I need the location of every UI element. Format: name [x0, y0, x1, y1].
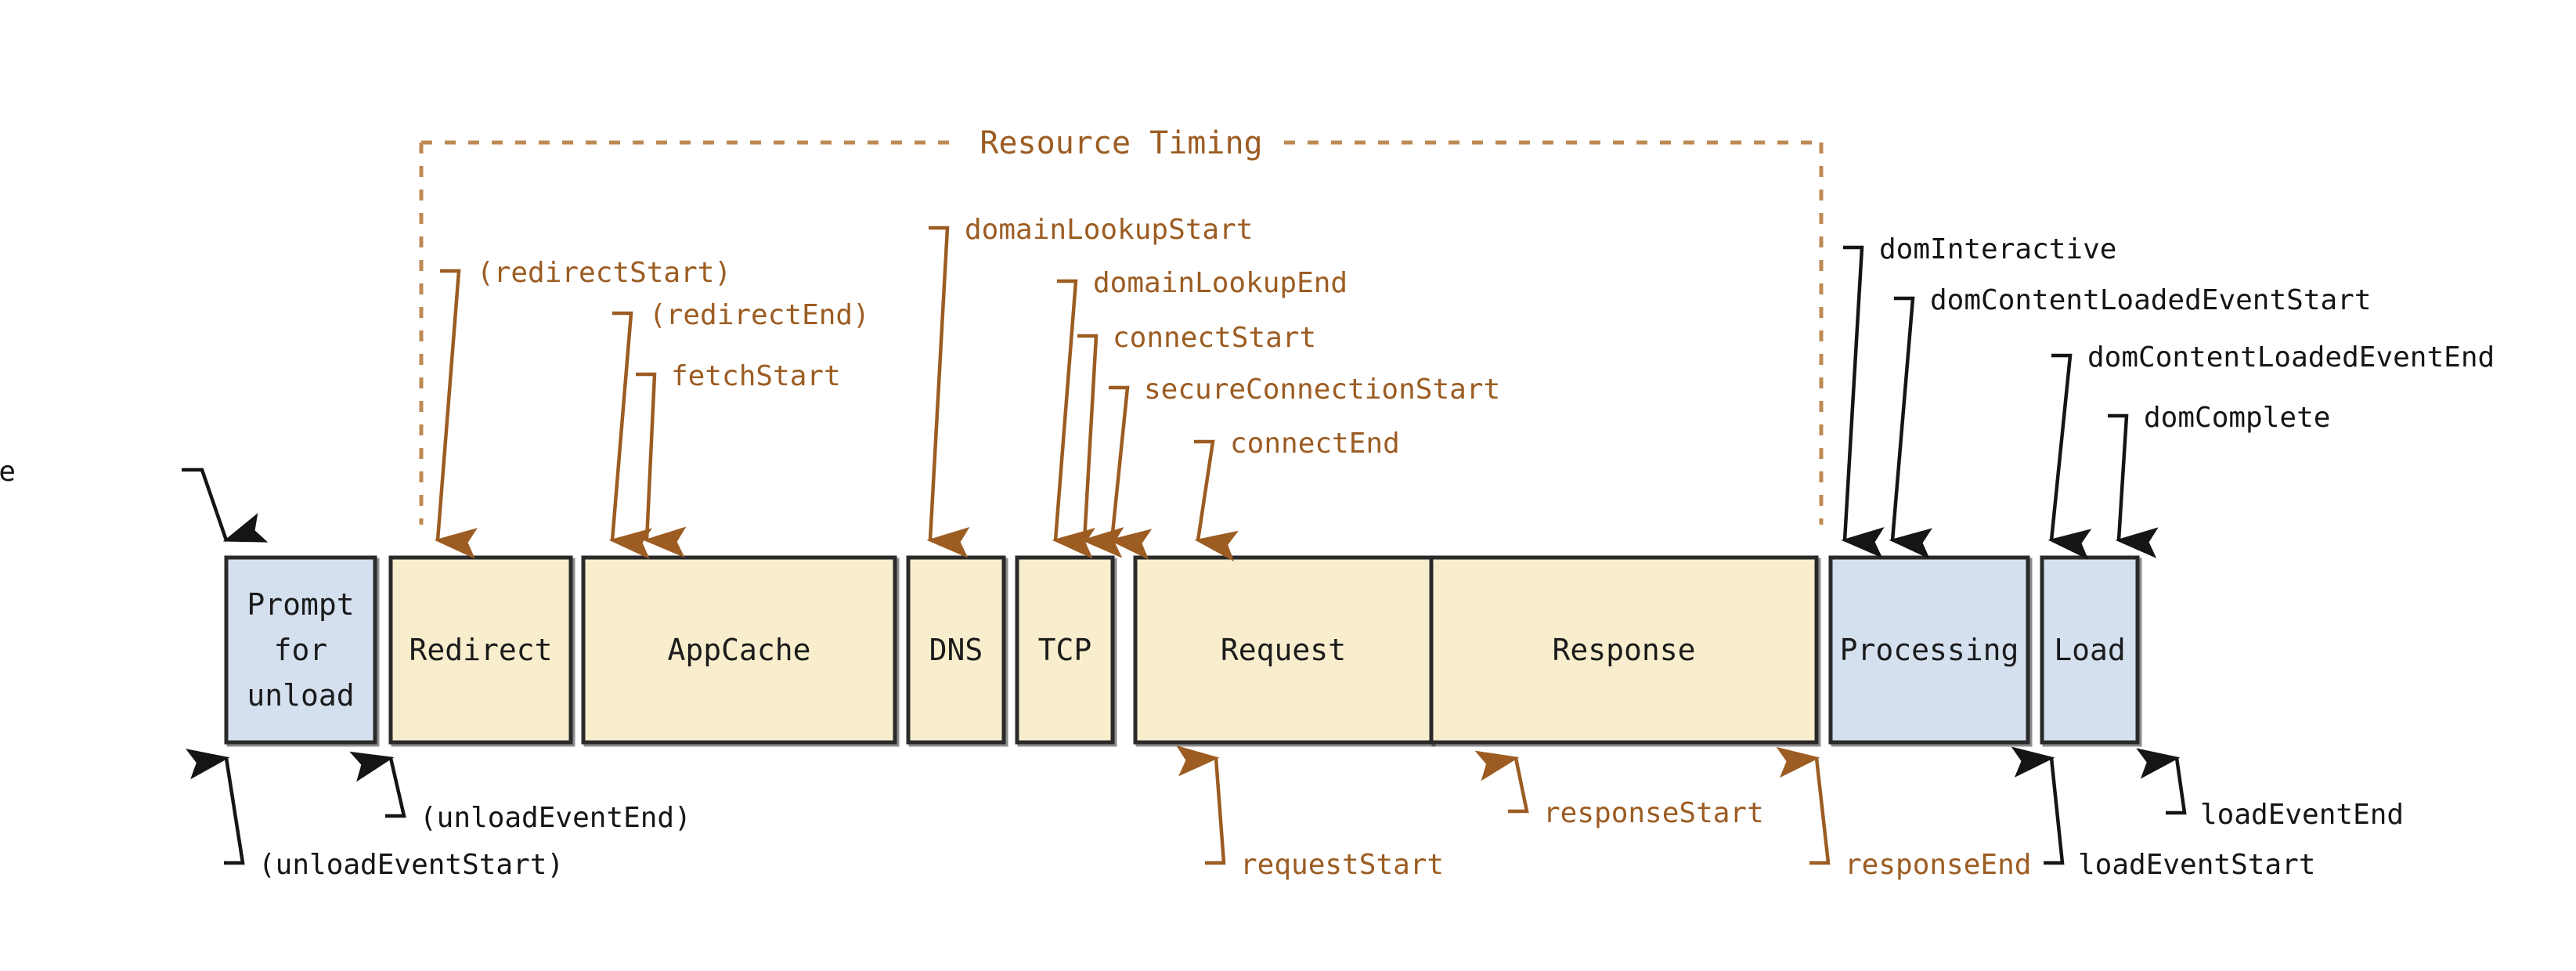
phase-box-rect: [1133, 555, 1434, 745]
leader-line: [608, 311, 652, 559]
phase-box[interactable]: Processing: [1828, 555, 2030, 745]
leader-line: [182, 467, 269, 543]
timing-marker-label: secureConnectionStart: [1144, 374, 1500, 406]
leader-line: [1474, 750, 1529, 814]
phase-box-label: Request: [1221, 633, 1346, 667]
phase-box-label: for: [274, 633, 328, 667]
timing-marker-loadEventStart: loadEventStart: [2011, 746, 2315, 881]
leader-line: [2108, 413, 2159, 558]
timing-marker-label: (unloadEventEnd): [420, 802, 691, 834]
phase-box[interactable]: Request: [1133, 555, 1434, 745]
leader-line: [1776, 746, 1831, 865]
phase-box[interactable]: Prompt for unload: [224, 555, 377, 745]
phase-box[interactable]: Load: [2040, 555, 2140, 745]
leader-line: [349, 751, 406, 818]
leader-line: [186, 749, 245, 865]
timing-marker-label: connectEnd: [1230, 428, 1400, 460]
timing-marker-unloadEventEnd: (unloadEventEnd): [349, 751, 691, 834]
leader-line: [1176, 745, 1226, 865]
timing-marker-label: domComplete: [2144, 402, 2330, 434]
phase-box[interactable]: DNS: [906, 555, 1006, 745]
timing-marker-label: responseStart: [1543, 797, 1764, 829]
phase-box[interactable]: TCP: [1015, 555, 1115, 745]
timing-marker-redirectStart: (redirectStart): [434, 257, 731, 559]
timing-marker-label: domainLookupEnd: [1093, 267, 1348, 299]
phase-box-label: Redirect: [409, 633, 552, 667]
timing-marker-loadEventEnd: loadEventEnd: [2136, 748, 2404, 831]
timing-marker-domInteractive: domInteractive: [1841, 233, 2116, 558]
timing-marker-label: requestStart: [1240, 849, 1444, 881]
leader-line: [636, 372, 687, 558]
resource-timing-title: Resource Timing: [980, 125, 1262, 161]
phase-box-rect: [2040, 555, 2140, 745]
phase-box-rect: [1828, 555, 2030, 745]
top-marker-group: startTime (redirectStart) (redirectEnd) fet…: [0, 214, 2495, 561]
timing-marker-fetchStart: fetchStart: [636, 360, 841, 558]
phase-box-rect: [224, 555, 377, 745]
phase-box-rect: [581, 555, 897, 745]
timing-marker-label: responseEnd: [1845, 849, 2031, 881]
timing-marker-responseStart: responseStart: [1474, 750, 1764, 829]
leader-line: [1077, 334, 1124, 558]
phase-box[interactable]: Response: [1429, 555, 1819, 745]
resource-timing-region: Resource Timing: [419, 125, 1824, 525]
timing-marker-domContentLoadedEventStart: domContentLoadedEventStart: [1889, 284, 2372, 559]
phase-box-label: Processing: [1840, 633, 2019, 667]
timing-marker-domContentLoadedEventEnd: domContentLoadedEventEnd: [2047, 341, 2495, 560]
timing-marker-connectEnd: connectEnd: [1194, 428, 1400, 561]
timing-marker-redirectEnd: (redirectEnd): [608, 299, 870, 559]
phase-box-rect: [1429, 555, 1819, 745]
leader-line: [1052, 279, 1095, 559]
timing-marker-label: startTime: [0, 456, 16, 488]
bottom-marker-group: (unloadEventStart) (unloadEventEnd) reques…: [186, 745, 2404, 881]
phase-box-label: DNS: [929, 633, 983, 667]
leader-line: [926, 226, 970, 558]
timing-marker-domainLookupStart: domainLookupStart: [926, 214, 1253, 558]
leader-line: [1108, 385, 1153, 560]
timing-marker-label: (redirectEnd): [649, 299, 870, 331]
timing-marker-label: domInteractive: [1879, 233, 2116, 265]
timing-marker-unloadEventStart: (unloadEventStart): [186, 749, 564, 881]
timing-marker-startTime: startTime: [0, 456, 269, 543]
leader-line: [1194, 439, 1239, 561]
phase-box[interactable]: AppCache: [581, 555, 897, 745]
phase-box-label: Response: [1552, 633, 1695, 667]
timing-marker-label: loadEventEnd: [2200, 799, 2404, 831]
leader-line: [2011, 746, 2065, 865]
timing-marker-label: connectStart: [1113, 322, 1316, 354]
timing-marker-label: (redirectStart): [477, 257, 731, 289]
phase-box-rect: [388, 555, 573, 745]
phase-box-label: TCP: [1038, 633, 1092, 667]
timing-marker-label: domainLookupStart: [965, 214, 1253, 246]
leader-line: [2047, 353, 2092, 560]
phase-box-label: Prompt: [247, 587, 354, 622]
timing-marker-connectStart: connectStart: [1077, 322, 1316, 558]
phase-box-group: Prompt for unload Redirect AppCache DNS TCP Req…: [224, 555, 2140, 745]
leader-line: [1889, 296, 1932, 559]
leader-line: [2136, 748, 2187, 815]
leader-line: [434, 269, 478, 559]
timing-marker-requestStart: requestStart: [1176, 745, 1444, 881]
phase-box-label: unload: [247, 678, 354, 713]
phase-box[interactable]: Redirect: [388, 555, 573, 745]
timing-marker-responseEnd: responseEnd: [1776, 746, 2031, 881]
phase-box-label: Load: [2054, 633, 2126, 667]
phase-box-label: AppCache: [667, 633, 810, 667]
timing-marker-label: domContentLoadedEventEnd: [2087, 341, 2495, 374]
timing-marker-label: loadEventStart: [2078, 849, 2315, 881]
timing-marker-label: fetchStart: [671, 360, 841, 392]
timing-marker-label: domContentLoadedEventStart: [1930, 284, 2372, 316]
timing-marker-secureConnectionStart: secureConnectionStart: [1108, 374, 1500, 560]
timing-marker-domComplete: domComplete: [2108, 402, 2330, 558]
timing-marker-label: (unloadEventStart): [258, 849, 564, 881]
timing-marker-domainLookupEnd: domainLookupEnd: [1052, 267, 1348, 559]
leader-line: [1841, 245, 1885, 558]
